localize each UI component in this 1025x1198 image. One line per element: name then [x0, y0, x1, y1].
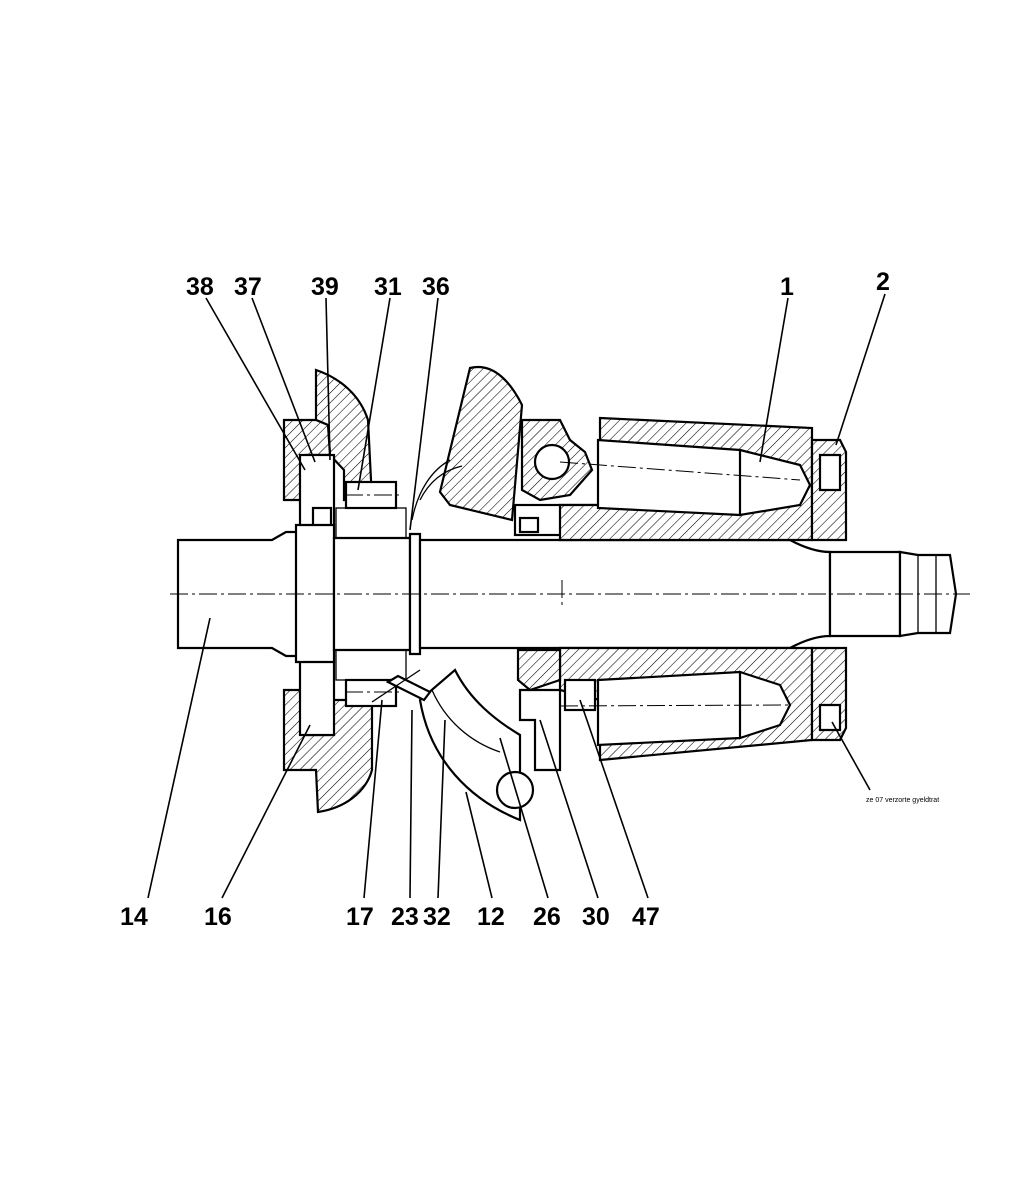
- cylinder-block: [558, 416, 814, 762]
- callout-32: 32: [423, 903, 451, 931]
- leader-note: ze 07 verzorte gyeldtrat: [866, 797, 939, 804]
- callout-47: 47: [632, 903, 660, 931]
- callout-17: 17: [346, 903, 374, 931]
- callout-26: 26: [533, 903, 561, 931]
- swash-plate: [411, 365, 524, 522]
- callout-36: 36: [422, 273, 450, 301]
- positioning-pin: [371, 669, 432, 703]
- callout-31: 31: [374, 273, 402, 301]
- callout-38: 38: [186, 273, 214, 301]
- callouts-top: 38 37 39 31 36 1 2: [186, 268, 890, 301]
- callout-23: 23: [391, 903, 419, 931]
- callout-14: 14: [120, 903, 148, 931]
- callout-1: 1: [780, 273, 794, 301]
- leader-lines: [147, 293, 886, 899]
- valve-plate: [810, 438, 848, 742]
- callout-12: 12: [477, 903, 505, 931]
- callouts-bottom: 14 16 17 23 32 12 26 30 47: [120, 903, 660, 931]
- callout-30: 30: [582, 903, 610, 931]
- callout-37: 37: [234, 273, 262, 301]
- callout-2: 2: [876, 268, 890, 296]
- callout-16: 16: [204, 903, 232, 931]
- callout-39: 39: [311, 273, 339, 301]
- center-lines: [170, 461, 970, 707]
